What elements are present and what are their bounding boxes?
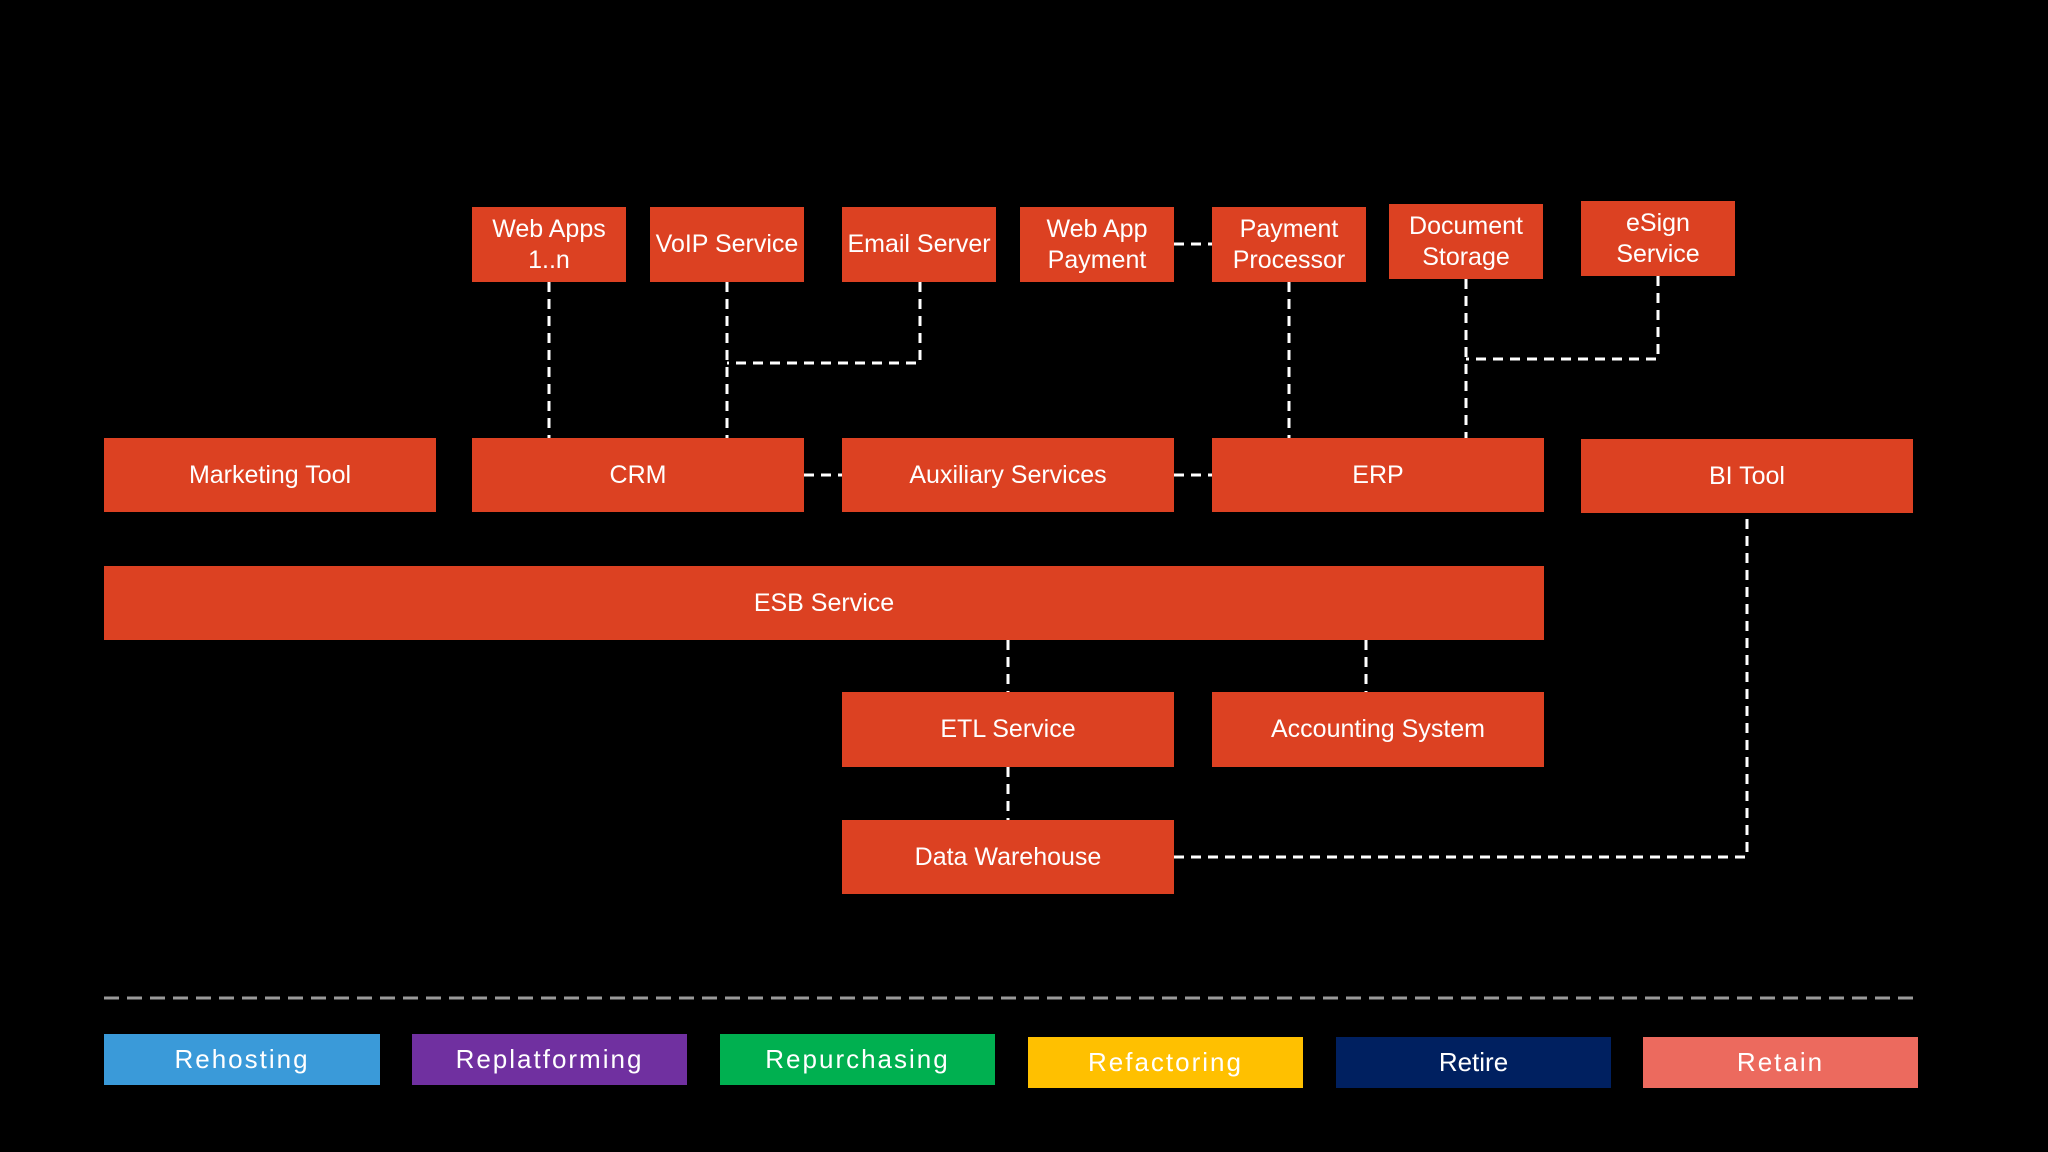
- voip-service-node: VoIP Service: [650, 207, 804, 282]
- bi-tool-node: BI Tool: [1581, 439, 1913, 513]
- legend-replatforming: Replatforming: [412, 1034, 687, 1085]
- esb-service-node: ESB Service: [104, 566, 1544, 640]
- web-app-payment-node: Web App Payment: [1020, 207, 1174, 282]
- legend-repurchasing: Repurchasing: [720, 1034, 995, 1085]
- legend-retain: Retain: [1643, 1037, 1918, 1088]
- etl-service-node: ETL Service: [842, 692, 1174, 767]
- web-apps-node: Web Apps 1..n: [472, 207, 626, 282]
- email-server-node: Email Server: [842, 207, 996, 282]
- marketing-tool-node: Marketing Tool: [104, 438, 436, 512]
- legend-rehosting: Rehosting: [104, 1034, 380, 1085]
- link-esign-docstorage: [1466, 276, 1660, 361]
- payment-processor-node: Payment Processor: [1212, 207, 1366, 282]
- esign-service-node: eSign Service: [1581, 201, 1735, 276]
- link-warehouse-bi: [1174, 513, 1749, 859]
- legend-retire: Retire: [1336, 1037, 1611, 1088]
- erp-node: ERP: [1212, 438, 1544, 512]
- auxiliary-services-node: Auxiliary Services: [842, 438, 1174, 512]
- link-email-voip: [727, 282, 922, 365]
- document-storage-node: Document Storage: [1389, 204, 1543, 279]
- crm-node: CRM: [472, 438, 804, 512]
- data-warehouse-node: Data Warehouse: [842, 820, 1174, 894]
- legend-refactoring: Refactoring: [1028, 1037, 1303, 1088]
- accounting-system-node: Accounting System: [1212, 692, 1544, 767]
